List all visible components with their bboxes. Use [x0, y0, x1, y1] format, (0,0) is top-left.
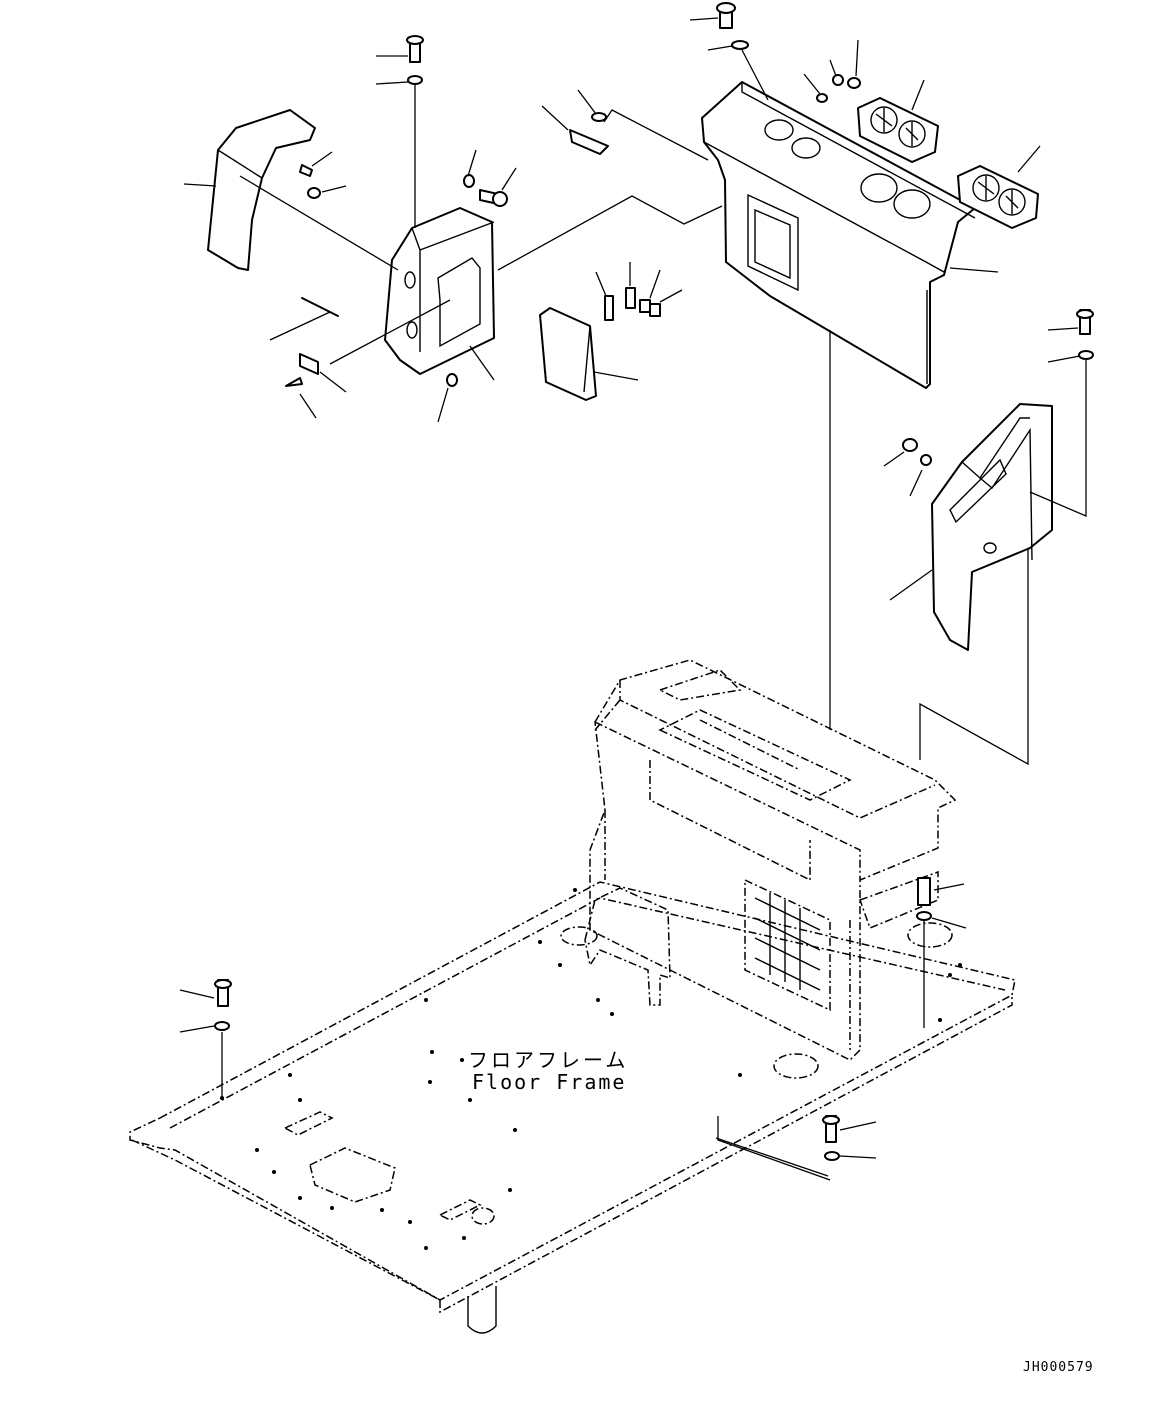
cover-plate [539, 307, 597, 401]
air-vent-upper [857, 97, 939, 163]
assembly-centerlines [221, 49, 1087, 1181]
left-fender-cover [207, 109, 316, 271]
air-vent-lower [957, 165, 1039, 229]
right-side-cover [931, 403, 1053, 651]
floor-frame [129, 881, 1016, 1334]
floor-frame-label-en: Floor Frame [472, 1070, 627, 1094]
console-box [584, 659, 957, 1061]
rear-top-panel [701, 81, 976, 389]
fastener-bolts [214, 2, 1094, 1161]
left-side-bracket [384, 207, 495, 375]
floor-frame-label-jp: フロアフレーム [468, 1048, 629, 1072]
callout-leaders [179, 17, 1081, 1159]
drawing-number: JH000579 [1023, 1360, 1094, 1375]
